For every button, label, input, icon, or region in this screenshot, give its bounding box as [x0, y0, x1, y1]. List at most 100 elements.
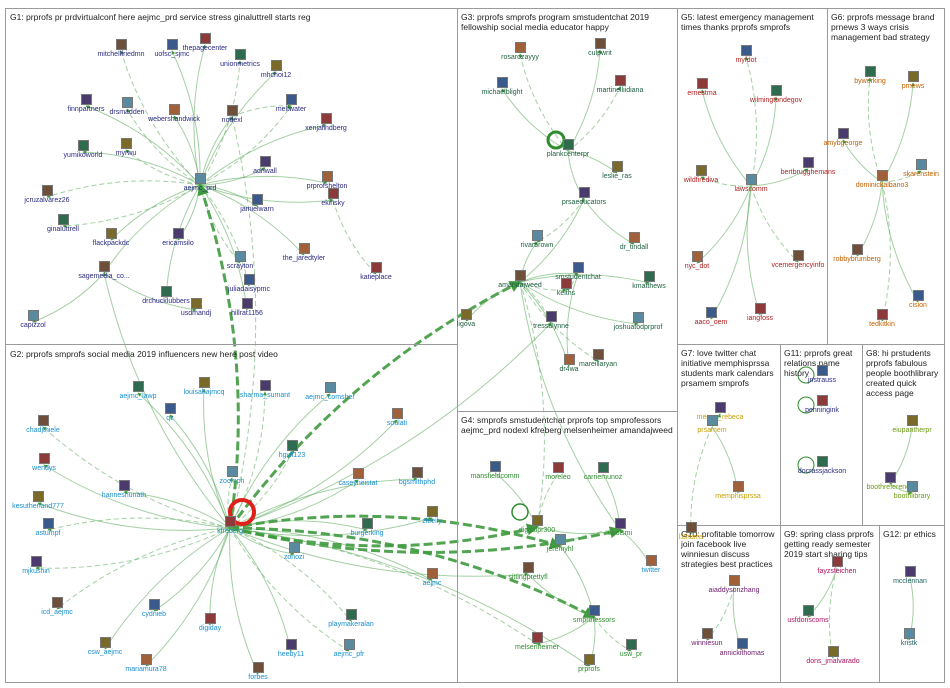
edge-aejmc_prd-the_jaredtyler — [199, 184, 305, 256]
node-label: hanneshunath — [101, 492, 147, 499]
node-label: dr_tindall — [619, 244, 649, 251]
avatar-icon — [865, 66, 876, 77]
avatar-icon — [706, 307, 717, 318]
node-label: usdmandj — [180, 310, 212, 317]
node-label: ernestma — [687, 90, 717, 97]
avatar-icon — [289, 542, 300, 553]
avatar-icon — [58, 214, 69, 225]
avatar-icon — [615, 518, 626, 529]
node-label: xenjalindberg — [305, 125, 347, 132]
node-label: jamielwarn — [240, 206, 274, 213]
self-loop-digitalpr300 — [511, 503, 529, 521]
node-label: qz — [166, 415, 174, 422]
edge-kfreberg-unoismi — [229, 526, 622, 554]
node-label: nodexl — [221, 117, 243, 124]
avatar-icon — [746, 174, 757, 185]
edge-amandajweed-keiths — [519, 281, 567, 293]
group-title-g3: G3: prprofs smprofs program smstudentcha… — [461, 12, 650, 32]
node-label: zleeily — [422, 518, 442, 525]
avatar-icon — [497, 77, 508, 88]
avatar-icon — [589, 605, 600, 616]
node-label: rosarozayyy — [501, 54, 539, 61]
avatar-icon — [564, 354, 575, 365]
node-label: soulati — [386, 420, 408, 427]
group-box-g1 — [5, 8, 458, 345]
avatar-icon — [227, 466, 238, 477]
node-label: kmatthews — [632, 283, 666, 290]
node-label: bertbrugghemans — [780, 169, 836, 176]
group-title-g7: G7: love twitter chat initiative memphis… — [681, 348, 774, 388]
avatar-icon — [167, 39, 178, 50]
edge-kfreberg-wendys — [43, 464, 231, 529]
group-title-g6: G6: prprofs message brand prnews 3 ways … — [831, 12, 935, 42]
node-label: astumpf — [35, 530, 61, 537]
edge-kfreberg-aejmc_prd — [197, 183, 240, 529]
avatar-icon — [33, 491, 44, 502]
avatar-icon — [392, 408, 403, 419]
node-label: zoomph — [219, 478, 245, 485]
node-label: prsamem — [697, 427, 727, 434]
avatar-icon — [593, 349, 604, 360]
avatar-icon — [913, 290, 924, 301]
avatar-icon — [38, 415, 49, 426]
node-label: docrassjackson — [797, 468, 847, 475]
node-label: uofsc_sjmc — [154, 51, 190, 58]
node-label: meltwater — [275, 106, 307, 113]
avatar-icon — [838, 128, 849, 139]
avatar-icon — [908, 71, 919, 82]
avatar-icon — [325, 382, 336, 393]
edge-kfreberg-sagemedia_co — [102, 272, 231, 529]
edge-kfreberg-playmakeralan — [229, 527, 352, 622]
node-label: webershandwick — [148, 116, 200, 123]
avatar-icon — [371, 262, 382, 273]
node-label: sagemedia_co... — [78, 273, 130, 280]
node-label: jcruzalvarez26 — [24, 197, 70, 204]
avatar-icon — [702, 628, 713, 639]
node-label: aejmc_comsher — [305, 394, 355, 401]
avatar-icon — [755, 303, 766, 314]
node-label: finnpartners — [67, 106, 105, 113]
node-label: wildfirediva — [683, 177, 719, 184]
edge-aejmc_prd-ginaluttrell — [62, 184, 201, 228]
avatar-icon — [287, 440, 298, 451]
avatar-icon — [615, 75, 626, 86]
avatar-icon — [584, 654, 595, 665]
node-label: digiday — [198, 625, 222, 632]
avatar-icon — [561, 278, 572, 289]
node-label: smprofessors — [572, 617, 616, 624]
node-label: myrwu — [115, 150, 137, 157]
avatar-icon — [227, 105, 238, 116]
edge-amandajweed-mareillaryan — [519, 281, 599, 362]
node-label: boothlibrary — [893, 493, 931, 500]
avatar-icon — [629, 232, 640, 243]
avatar-icon — [121, 138, 132, 149]
edge-aejmc_prd-ekinsky — [199, 184, 334, 203]
avatar-icon — [122, 97, 133, 108]
node-label: yumikoworld — [63, 152, 103, 159]
node-label: cision — [909, 302, 927, 309]
avatar-icon — [803, 157, 814, 168]
edge-sagemedia_co-capizzol — [32, 272, 105, 323]
node-label: scrayton — [226, 263, 254, 270]
node-label: leslie_ras — [602, 173, 632, 180]
avatar-icon — [686, 522, 697, 533]
node-label: jeremyhl — [546, 546, 574, 553]
avatar-icon — [328, 188, 339, 199]
edge-aejmc_prd-prprofshelton — [199, 175, 328, 186]
node-label: usfdonscoms — [787, 617, 829, 624]
node-label: martinelliidiana — [596, 87, 644, 94]
node-label: dominickalbano3 — [855, 182, 909, 189]
avatar-icon — [555, 534, 566, 545]
node-label: michaelblight — [481, 89, 523, 96]
node-label: tressalynne — [533, 323, 569, 330]
edge-kfreberg-csw_aejmc — [104, 527, 231, 650]
edge-kfreberg-chadjthiele — [42, 426, 231, 529]
edge-aejmc_prd-meltwater — [199, 105, 292, 186]
edge-sagemedia_co-usdmandj — [103, 272, 197, 312]
node-label: memphisprssa — [715, 493, 761, 500]
edge-lawscomm-ernestma — [700, 89, 752, 187]
avatar-icon — [741, 45, 752, 56]
avatar-icon — [52, 597, 63, 608]
group-title-g8: G8: hi prstudents prprofs fabulous peopl… — [866, 348, 939, 398]
avatar-icon — [907, 415, 918, 426]
